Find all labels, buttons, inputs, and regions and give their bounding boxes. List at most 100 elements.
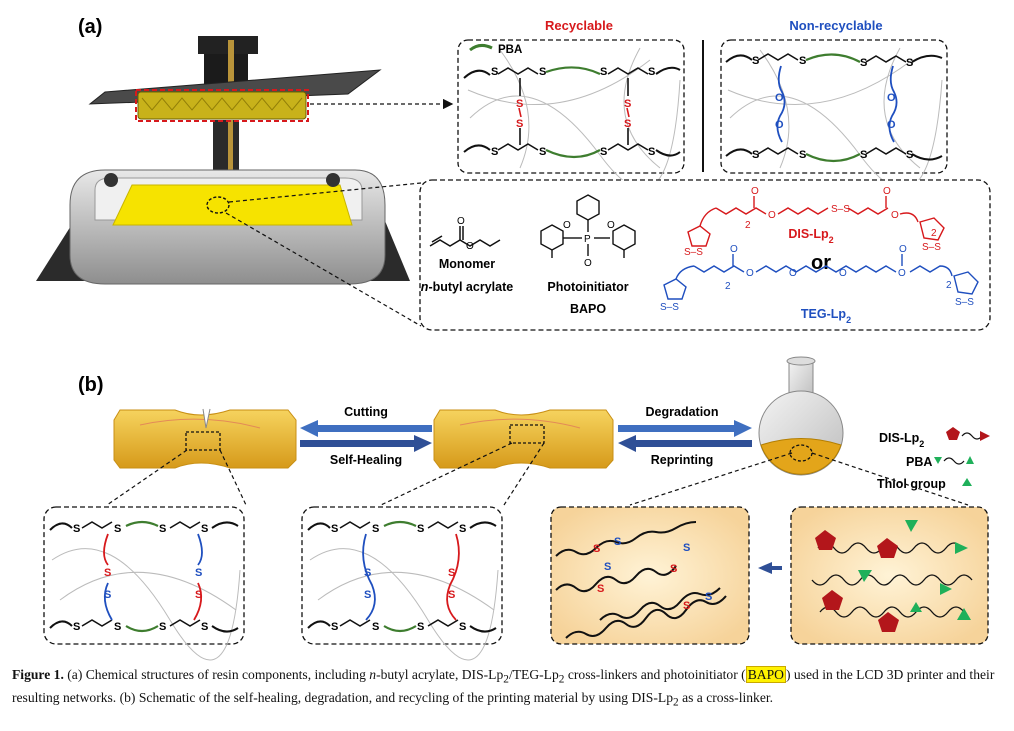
s-atom: S bbox=[448, 567, 455, 579]
bapo-phosphorus: P bbox=[584, 234, 591, 245]
dis-sub-2-left: 2 bbox=[745, 220, 751, 231]
s-atom: S bbox=[600, 146, 607, 158]
caption-text: ) used in the LCD 3D printer and their r… bbox=[12, 667, 995, 705]
s-atom: S bbox=[683, 600, 690, 612]
caption-sub: 2 bbox=[503, 673, 509, 686]
s-atom: S bbox=[448, 589, 455, 601]
s-atom: S bbox=[860, 149, 867, 161]
dis-lp2-label: DIS-Lp2 bbox=[788, 227, 833, 245]
o-atom: O bbox=[887, 119, 896, 131]
s-atom: S bbox=[417, 621, 424, 633]
cut-network: S S S S S S S S S S S S bbox=[49, 520, 241, 661]
legend-pentagon-icon-2 bbox=[980, 431, 990, 441]
teg-sub-2-left: 2 bbox=[725, 281, 731, 292]
s-atom: S bbox=[195, 589, 202, 601]
dis-central-ss: S–S bbox=[831, 204, 850, 215]
s-atom: S bbox=[906, 149, 913, 161]
teg-ester-o-right: O bbox=[898, 268, 906, 279]
s-atom: S bbox=[683, 542, 690, 554]
s-atom: S bbox=[73, 621, 80, 633]
s-atom: S bbox=[799, 55, 806, 67]
s-atom: S bbox=[516, 98, 523, 110]
monomer-label: Monomer bbox=[439, 257, 495, 271]
monomer-name: n-butyl acrylate bbox=[421, 280, 513, 294]
cutting-label: Cutting bbox=[344, 405, 388, 419]
legend-triangle-icon-2 bbox=[966, 456, 974, 464]
s-atom: S bbox=[906, 57, 913, 69]
degraded-network bbox=[555, 521, 727, 639]
bapo-carbonyl-o-right: O bbox=[607, 220, 615, 231]
monomer-mixture-box bbox=[790, 506, 989, 645]
zoom-line bbox=[106, 449, 188, 506]
bapo-carbonyl-o-left: O bbox=[563, 220, 571, 231]
caption-sub: 2 bbox=[558, 673, 565, 686]
dis-ester-o-left: O bbox=[768, 210, 776, 221]
dis-ester-o-right: O bbox=[891, 210, 899, 221]
photoinitiator-label: Photoinitiator bbox=[547, 280, 628, 294]
s-atom: S bbox=[104, 567, 111, 579]
reprinting-arrow bbox=[618, 435, 752, 452]
s-atom: S bbox=[372, 621, 379, 633]
s-atom: S bbox=[114, 523, 121, 535]
lcd-3d-printer-illustration bbox=[36, 36, 410, 285]
zoom-line bbox=[219, 449, 247, 506]
legend-pentagon-icon bbox=[946, 427, 960, 440]
s-atom: S bbox=[604, 561, 611, 573]
teg-ring-ss-right: S–S bbox=[955, 297, 974, 308]
cut-specimen bbox=[113, 408, 297, 469]
s-atom: S bbox=[752, 149, 759, 161]
legend-triangle-icon bbox=[934, 457, 942, 464]
self-healing-arrow bbox=[300, 435, 432, 452]
dis-lp2-structure bbox=[687, 196, 945, 247]
monomer-carbonyl-o: O bbox=[457, 216, 465, 227]
s-atom: S bbox=[593, 543, 600, 555]
cutting-arrow bbox=[300, 420, 432, 437]
caption-sub: 2 bbox=[673, 696, 679, 709]
dis-carbonyl-o-left: O bbox=[751, 186, 759, 197]
dis-ring-ss-right: S–S bbox=[922, 242, 941, 253]
caption-bapo-highlight: BAPO bbox=[745, 666, 786, 683]
s-atom: S bbox=[159, 621, 166, 633]
monomer-structure bbox=[429, 226, 501, 247]
recyclable-title: Recyclable bbox=[545, 18, 613, 33]
zoom-line bbox=[380, 442, 513, 506]
s-atom: S bbox=[459, 523, 466, 535]
figure-canvas: (a) Recyclable bbox=[36, 16, 991, 661]
monomer-ester-o: O bbox=[466, 241, 474, 252]
caption-text: (a) Chemical structures of resin compone… bbox=[63, 667, 370, 682]
healed-network-box bbox=[301, 506, 503, 645]
resin-zoom-line-bottom bbox=[225, 212, 422, 327]
s-atom: S bbox=[624, 98, 631, 110]
legend-dis-label: DIS-Lp2 bbox=[879, 431, 924, 449]
s-atom: S bbox=[752, 55, 759, 67]
caption-text: -butyl acrylate, DIS-Lp bbox=[376, 667, 504, 682]
s-atom: S bbox=[201, 523, 208, 535]
figure-caption: Figure 1. (a) Chemical structures of res… bbox=[12, 666, 1007, 711]
legend: DIS-Lp2 PBA Thiol group bbox=[877, 427, 990, 491]
degraded-network-box bbox=[550, 506, 750, 645]
round-bottom-flask bbox=[758, 356, 844, 476]
s-atom: S bbox=[624, 118, 631, 130]
pba-legend-label: PBA bbox=[498, 44, 522, 56]
caption-figure-label: Figure 1. bbox=[12, 667, 64, 682]
o-atom: O bbox=[775, 92, 784, 104]
s-atom: S bbox=[491, 66, 498, 78]
s-atom: S bbox=[73, 523, 80, 535]
s-atom: S bbox=[648, 146, 655, 158]
s-atom: S bbox=[104, 589, 111, 601]
s-atom: S bbox=[201, 621, 208, 633]
teg-ester-o-left: O bbox=[746, 268, 754, 279]
bapo-p-oxide: O bbox=[584, 258, 592, 269]
s-atom: S bbox=[364, 567, 371, 579]
caption-text: cross-linkers and photoinitiator ( bbox=[564, 667, 746, 682]
teg-lp2-label: TEG-Lp2 bbox=[801, 307, 851, 325]
s-atom: S bbox=[539, 146, 546, 158]
bapo-structure bbox=[540, 194, 636, 258]
resin-components-box bbox=[419, 179, 991, 331]
s-atom: S bbox=[491, 146, 498, 158]
s-atom: S bbox=[372, 523, 379, 535]
teg-ether-o-2: O bbox=[839, 268, 847, 279]
healed-specimen bbox=[433, 409, 614, 469]
healed-network: S S S S S S S S S S S S bbox=[307, 520, 499, 661]
s-atom: S bbox=[364, 589, 371, 601]
